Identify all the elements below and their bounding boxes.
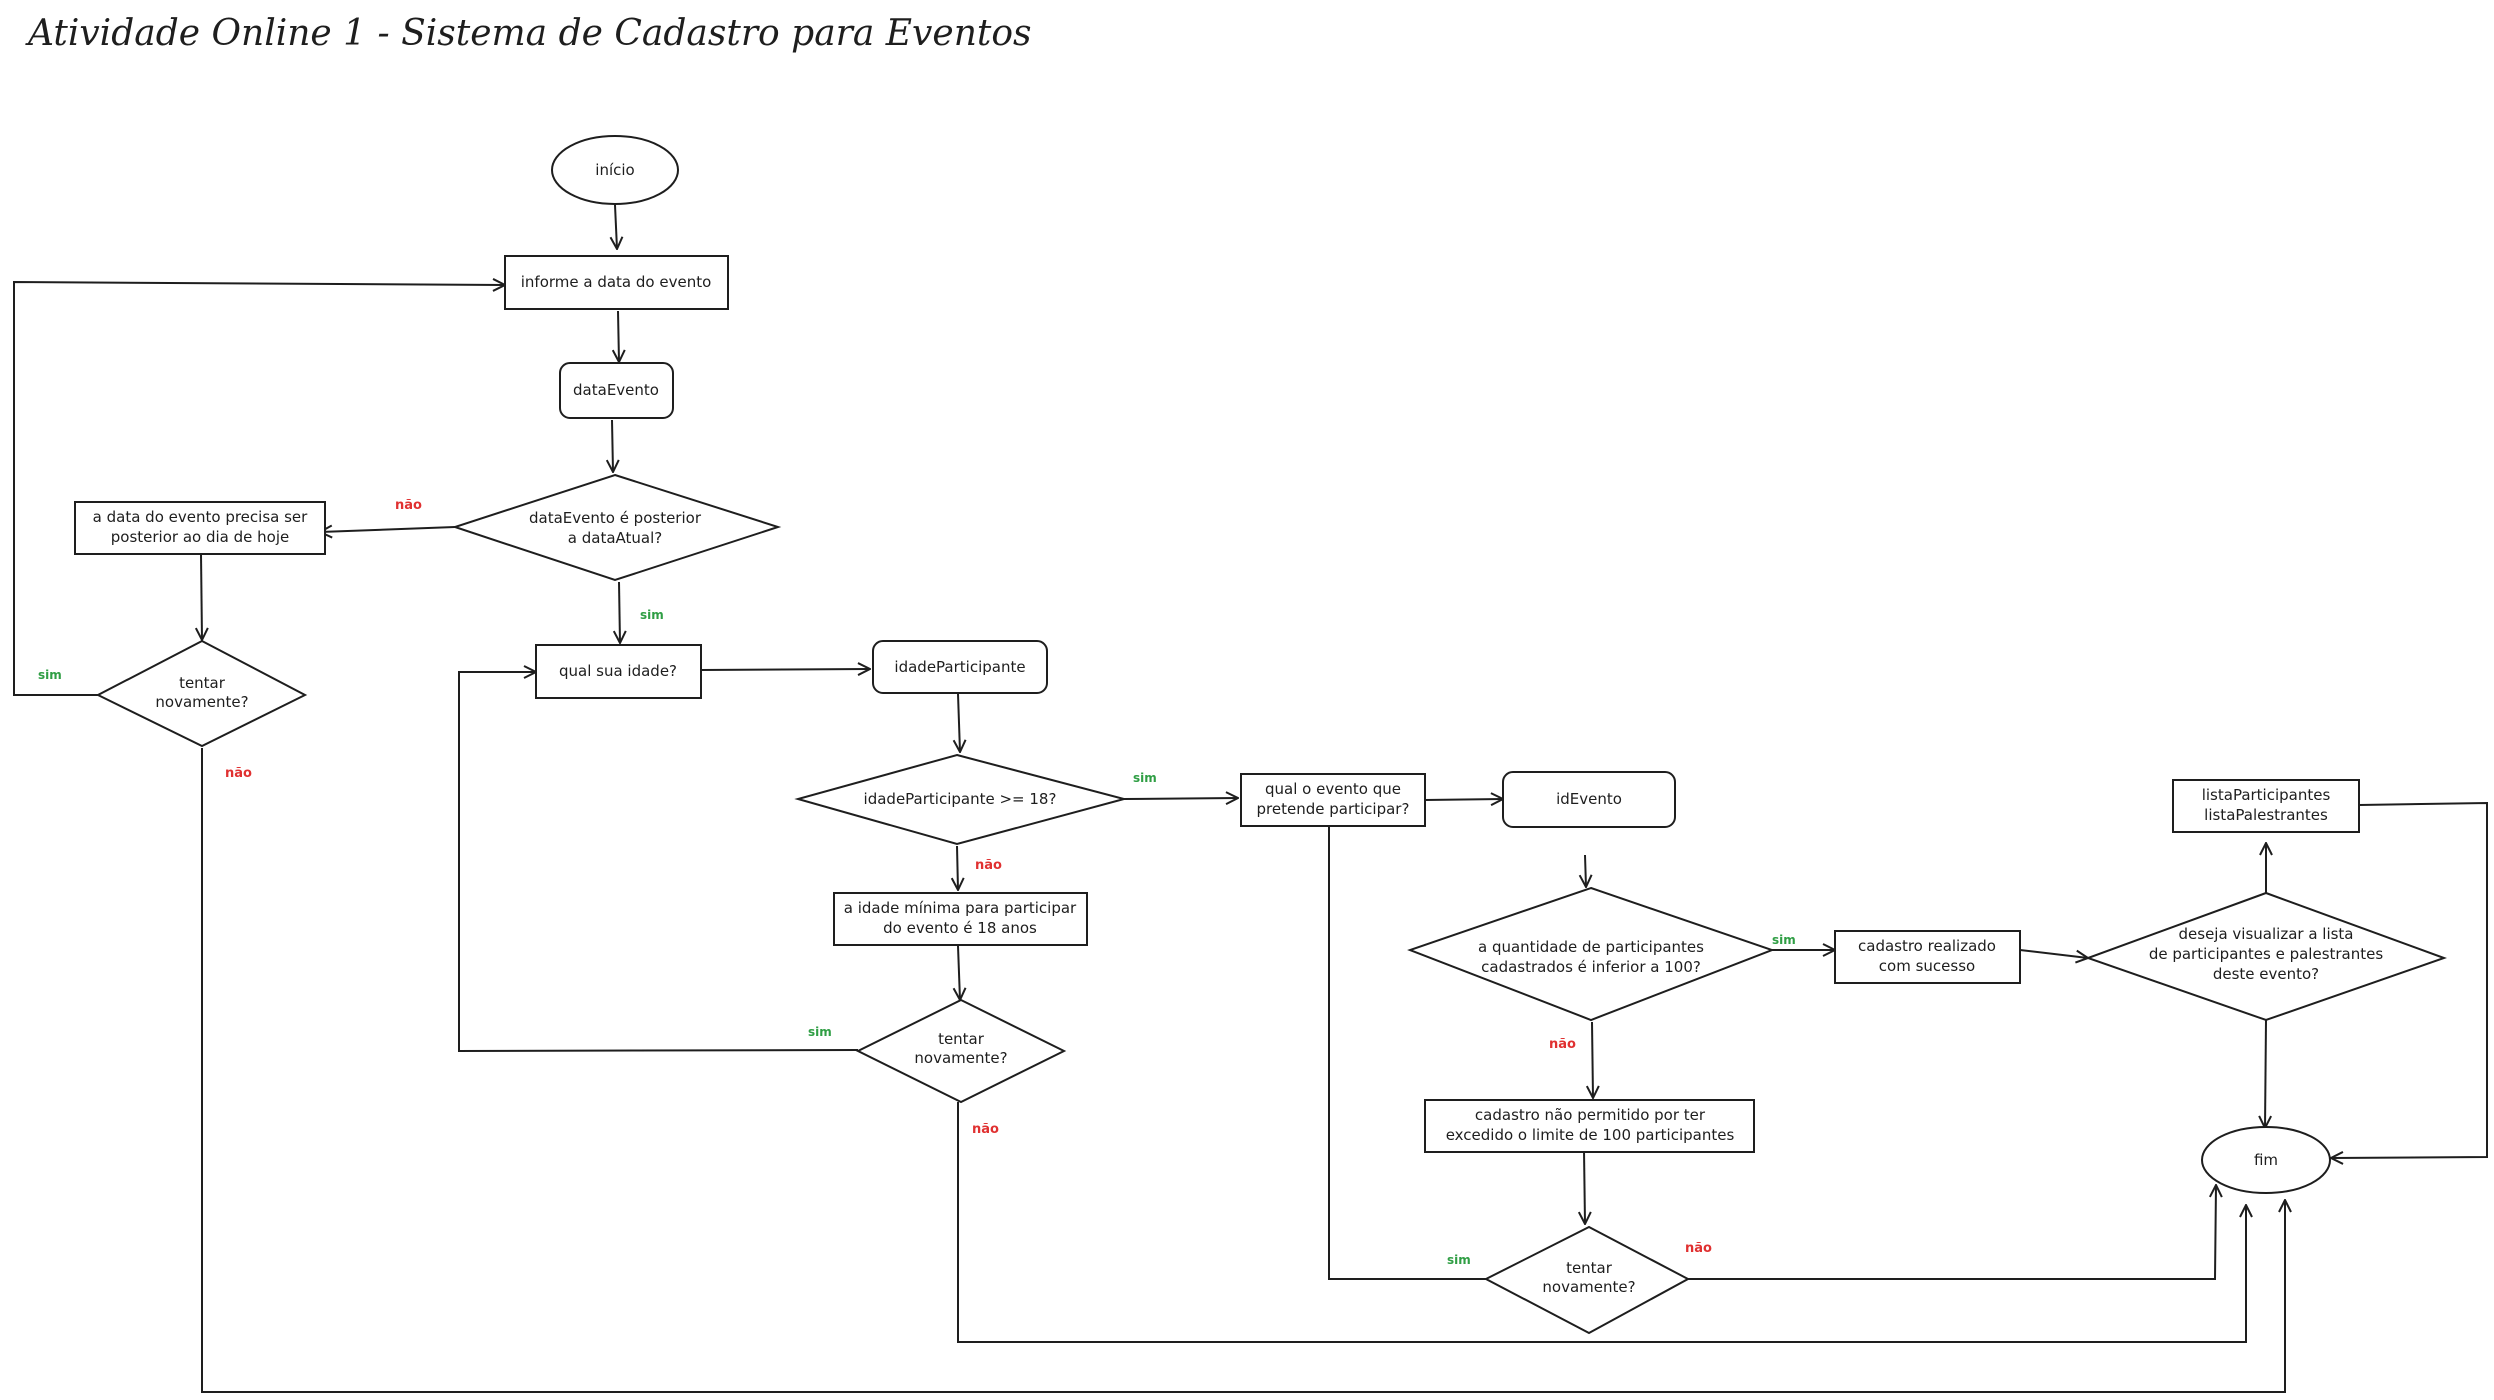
retry-2-line-2: novamente? bbox=[914, 1049, 1007, 1067]
edge-erro-data-tentar1 bbox=[201, 553, 202, 640]
decision-list: deseja visualizar a lista de participant… bbox=[2085, 891, 2447, 1022]
var-idevento-box: idEvento bbox=[1502, 771, 1676, 828]
edge-decisao-sim-idade bbox=[619, 581, 620, 643]
edge-labels: não sim sim não sim não sim não sim não … bbox=[38, 498, 1796, 1267]
var-idadeparticipante-label: idadeParticipante bbox=[894, 658, 1025, 676]
decision-date-line-1: dataEvento é posterior bbox=[529, 509, 702, 527]
success-box: cadastro realizado com sucesso bbox=[1834, 930, 2021, 984]
decision-age-label: idadeParticipante >= 18? bbox=[864, 790, 1057, 808]
retry-decision-1: tentar novamente? bbox=[95, 639, 308, 748]
success-line-2: com sucesso bbox=[1879, 957, 1975, 975]
error-age-line-2: do evento é 18 anos bbox=[883, 919, 1037, 937]
retry-1-line-1: tentar bbox=[179, 674, 226, 692]
event-question-line-1: qual o evento que bbox=[1265, 780, 1401, 798]
decision-quantity-line-2: cadastrados é inferior a 100? bbox=[1481, 958, 1701, 976]
retry-decision-2: tentar novamente? bbox=[855, 998, 1067, 1104]
edge-tentar1-sim-informe bbox=[13, 282, 505, 696]
edge-erro-qtd-tentar3 bbox=[1584, 1149, 1585, 1224]
diagram-title: Atividade Online 1 - Sistema de Cadastro… bbox=[25, 13, 1032, 54]
error-date-line-2: posterior ao dia de hoje bbox=[111, 528, 289, 546]
error-date-line-1: a data do evento precisa ser bbox=[93, 508, 308, 526]
label-sim-date: sim bbox=[640, 608, 664, 622]
label-nao-retry3: não bbox=[1685, 1241, 1712, 1256]
decision-list-line-1: deseja visualizar a lista bbox=[2179, 925, 2354, 943]
decision-date: dataEvento é posterior a dataAtual? bbox=[451, 473, 782, 582]
label-sim-retry1: sim bbox=[38, 668, 62, 682]
label-nao-date: não bbox=[395, 498, 422, 513]
edge-decisao-sim-evento bbox=[1123, 798, 1238, 799]
edge-decisao-nao-erro-idade bbox=[957, 845, 958, 890]
success-line-1: cadastro realizado bbox=[1858, 937, 1996, 955]
edge-decisao-nao-erro-qtd bbox=[1592, 1021, 1593, 1098]
decision-age: idadeParticipante >= 18? bbox=[794, 753, 1128, 846]
retry-3-line-2: novamente? bbox=[1542, 1278, 1635, 1296]
edge-sucesso-decisao-lista bbox=[2019, 949, 2088, 958]
edge-listas-fim bbox=[2331, 801, 2488, 1158]
retry-3-line-1: tentar bbox=[1566, 1259, 1613, 1277]
connectors bbox=[13, 204, 2488, 1393]
input-date-box: informe a data do evento bbox=[504, 255, 729, 310]
edge-evento-idevento bbox=[1424, 799, 1503, 800]
var-idevento-label: idEvento bbox=[1556, 790, 1622, 808]
label-nao-age: não bbox=[975, 858, 1002, 873]
edge-informe-dataevento bbox=[618, 310, 619, 362]
edge-tentar3-nao-fim bbox=[1688, 1185, 2216, 1280]
age-question-label: qual sua idade? bbox=[559, 662, 677, 680]
decision-quantity: a quantidade de participantes cadastrado… bbox=[1407, 886, 1775, 1022]
lists-line-2: listaPalestrantes bbox=[2204, 806, 2328, 824]
edge-tentar3-sim-evento bbox=[1329, 798, 1486, 1280]
retry-1-line-2: novamente? bbox=[155, 693, 248, 711]
label-sim-retry2: sim bbox=[808, 1025, 832, 1039]
decision-date-line-2: a dataAtual? bbox=[568, 529, 662, 547]
edge-idevento-decisao bbox=[1585, 854, 1586, 887]
start-node: início bbox=[551, 135, 679, 205]
edge-idade-participante bbox=[700, 669, 870, 670]
edge-decisao-erro-data bbox=[320, 527, 456, 532]
error-date-box: a data do evento precisa ser posterior a… bbox=[74, 501, 326, 555]
lists-box: listaParticipantes listaPalestrantes bbox=[2172, 779, 2360, 833]
decision-quantity-line-1: a quantidade de participantes bbox=[1478, 938, 1704, 956]
label-sim-retry3: sim bbox=[1447, 1253, 1471, 1267]
label-nao-retry1: não bbox=[225, 766, 252, 781]
edge-inicio-informe bbox=[615, 204, 617, 249]
decision-list-line-3: deste evento? bbox=[2213, 965, 2319, 983]
label-nao-quantity: não bbox=[1549, 1037, 1576, 1052]
error-quantity-box: cadastro não permitido por ter excedido … bbox=[1424, 1099, 1755, 1153]
edge-decisao-lista-nao-fim bbox=[2265, 1019, 2266, 1128]
lists-line-1: listaParticipantes bbox=[2202, 786, 2331, 804]
retry-decision-3: tentar novamente? bbox=[1483, 1225, 1691, 1335]
error-age-box: a idade mínima para participar do evento… bbox=[833, 892, 1088, 946]
var-dataevento-label: dataEvento bbox=[573, 381, 659, 399]
end-label: fim bbox=[2254, 1151, 2278, 1169]
edge-participante-decisao bbox=[958, 693, 960, 752]
error-age-line-1: a idade mínima para participar bbox=[844, 899, 1077, 917]
label-nao-retry2: não bbox=[972, 1122, 999, 1137]
decision-list-line-2: de participantes e palestrantes bbox=[2149, 945, 2384, 963]
start-label: início bbox=[595, 161, 634, 179]
event-question-box: qual o evento que pretende participar? bbox=[1240, 773, 1426, 827]
retry-2-line-1: tentar bbox=[938, 1030, 985, 1048]
event-question-line-2: pretende participar? bbox=[1257, 800, 1410, 818]
var-idadeparticipante-box: idadeParticipante bbox=[872, 640, 1048, 694]
edge-dataevento-decisao bbox=[612, 419, 613, 472]
edge-tentar2-sim-idade bbox=[458, 672, 859, 1053]
edge-tentar2-nao-fim bbox=[957, 1102, 2246, 1343]
age-question-box: qual sua idade? bbox=[535, 644, 702, 699]
edge-erro-idade-tentar2 bbox=[958, 945, 960, 1000]
error-quantity-line-2: excedido o limite de 100 participantes bbox=[1446, 1126, 1735, 1144]
var-dataevento-box: dataEvento bbox=[559, 362, 674, 419]
label-sim-quantity: sim bbox=[1772, 933, 1796, 947]
input-date-label: informe a data do evento bbox=[521, 273, 712, 291]
end-node: fim bbox=[2201, 1126, 2331, 1194]
edge-tentar1-nao-fim bbox=[201, 748, 2285, 1393]
label-sim-age: sim bbox=[1133, 771, 1157, 785]
error-quantity-line-1: cadastro não permitido por ter bbox=[1475, 1106, 1706, 1124]
